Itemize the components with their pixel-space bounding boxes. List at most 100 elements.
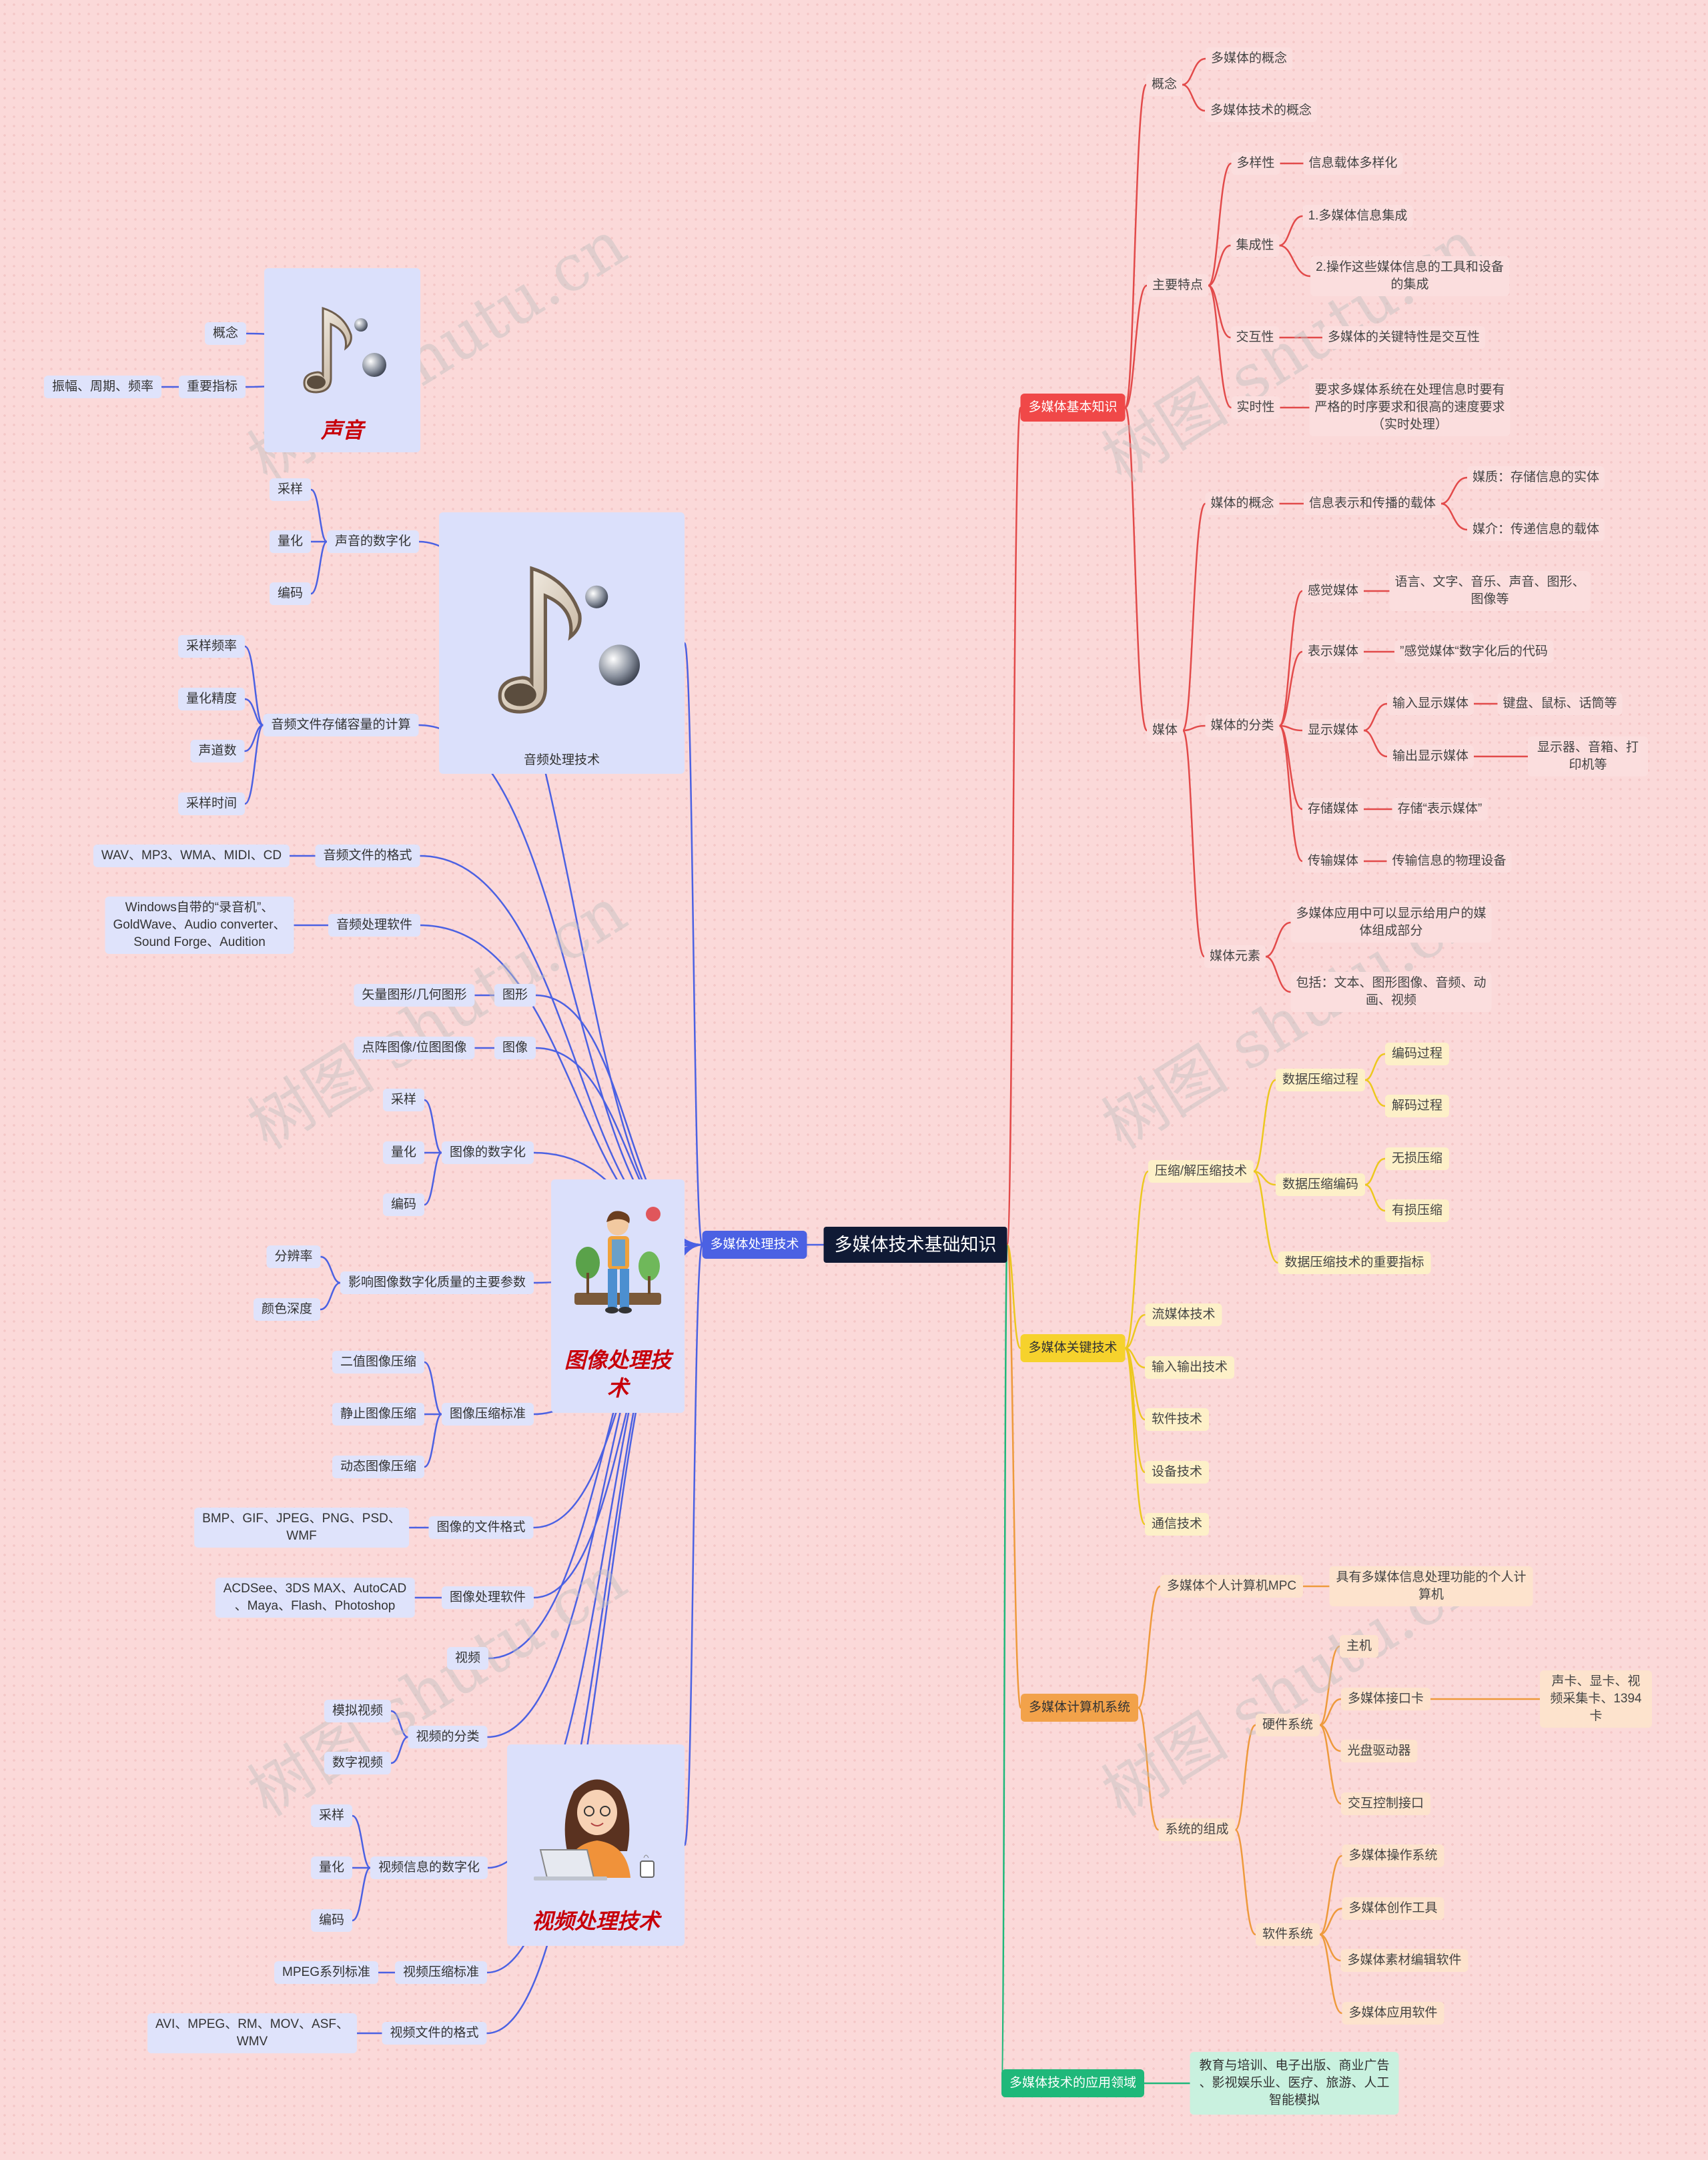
mindmap-node-i10[interactable]: 分辨率: [266, 1245, 321, 1268]
mindmap-node-o6[interactable]: 多媒体接口卡: [1340, 1688, 1431, 1710]
mindmap-node-y12[interactable]: 设备技术: [1144, 1461, 1210, 1484]
mindmap-node-r17[interactable]: 媒质：存储信息的实体: [1466, 466, 1605, 489]
mindmap-node-y5[interactable]: 数据压缩编码: [1275, 1173, 1366, 1196]
mindmap-node-v10[interactable]: MPEG系列标准: [274, 1961, 378, 1984]
mindmap-node-a6[interactable]: 量化: [269, 530, 312, 553]
mindmap-node-r34[interactable]: 多媒体应用中可以显示给用户的媒 体组成部分: [1290, 903, 1492, 943]
mindmap-node-y4[interactable]: 解码过程: [1384, 1095, 1450, 1117]
mindmap-node-r0[interactable]: 多媒体基本知识: [1020, 394, 1126, 422]
mindmap-node-i12[interactable]: 图像压缩标准: [441, 1403, 534, 1426]
mindmap-node-r2[interactable]: 多媒体的概念: [1205, 47, 1293, 70]
mindmap-node-r27[interactable]: 输出显示媒体: [1386, 745, 1474, 768]
mindmap-node-r11[interactable]: 多媒体的关键特性是交互性: [1322, 326, 1486, 349]
mindmap-node-y1[interactable]: 压缩/解压缩技术: [1148, 1160, 1254, 1183]
mindmap-node-v5[interactable]: 视频信息的数字化: [370, 1856, 488, 1879]
mindmap-node-y9[interactable]: 流媒体技术: [1145, 1303, 1222, 1326]
mindmap-node-y7[interactable]: 有损压缩: [1384, 1199, 1450, 1222]
mindmap-node-o3[interactable]: 系统的组成: [1158, 1818, 1236, 1841]
mindmap-node-r22[interactable]: 表示媒体: [1302, 640, 1364, 663]
mindmap-node-r23[interactable]: ”感觉媒体“数字化后的代码: [1394, 640, 1553, 663]
mindmap-node-a10[interactable]: 量化精度: [177, 688, 246, 710]
mindmap-node-a8[interactable]: 音频文件存储容量的计算: [263, 714, 419, 736]
mindmap-node-r3[interactable]: 多媒体技术的概念: [1204, 99, 1318, 122]
mindmap-node-a15[interactable]: 音频处理软件: [328, 914, 421, 937]
mindmap-node-v11[interactable]: 视频文件的格式: [382, 2022, 487, 2045]
mindmap-node-r10[interactable]: 交互性: [1230, 326, 1280, 349]
mindmap-node-i8[interactable]: 编码: [382, 1193, 425, 1216]
mindmap-node-o1[interactable]: 多媒体个人计算机MPC: [1160, 1575, 1304, 1598]
mindmap-node-o13[interactable]: 多媒体素材编辑软件: [1340, 1949, 1468, 1972]
mindmap-node-o4[interactable]: 硬件系统: [1255, 1714, 1320, 1736]
mindmap-node-o9[interactable]: 交互控制接口: [1340, 1792, 1431, 1815]
mindmap-node-o8[interactable]: 光盘驱动器: [1340, 1740, 1418, 1762]
mindmap-node-r4[interactable]: 主要特点: [1146, 274, 1209, 297]
mindmap-node-r31[interactable]: 传输媒体: [1302, 850, 1364, 873]
mindmap-node-y2[interactable]: 数据压缩过程: [1275, 1069, 1366, 1091]
mindmap-node-r28[interactable]: 显示器、音箱、打印机等: [1528, 736, 1648, 776]
mindmap-node-i5[interactable]: 图像的数字化: [441, 1141, 534, 1164]
mindmap-node-v12[interactable]: AVI、MPEG、RM、MOV、ASF、 WMV: [147, 2013, 357, 2053]
mindmap-node-o14[interactable]: 多媒体应用软件: [1342, 2002, 1444, 2025]
mindmap-node-o7[interactable]: 声卡、显卡、视频采集卡、1394卡: [1540, 1670, 1652, 1728]
mindmap-node-i4[interactable]: 点阵图像/位图图像: [354, 1037, 475, 1059]
mindmap-node-i6[interactable]: 采样: [382, 1089, 425, 1111]
mindmap-node-r19[interactable]: 媒体的分类: [1205, 714, 1280, 737]
mindmap-node-v7[interactable]: 量化: [310, 1856, 353, 1879]
mindmap-node-y3[interactable]: 编码过程: [1384, 1043, 1450, 1065]
mindmap-node-a13[interactable]: 音频文件的格式: [315, 845, 420, 867]
mindmap-node-i14[interactable]: 静止图像压缩: [332, 1403, 425, 1426]
mindmap-node-o5[interactable]: 主机: [1339, 1635, 1379, 1658]
mindmap-node-r33[interactable]: 媒体元素: [1204, 945, 1266, 968]
mindmap-node-v1[interactable]: 视频: [446, 1647, 489, 1670]
mindmap-node-i15[interactable]: 动态图像压缩: [332, 1456, 425, 1478]
mindmap-node-r5[interactable]: 多样性: [1231, 152, 1280, 175]
mindmap-node-a5[interactable]: 采样: [269, 478, 312, 501]
mindmap-node-r9[interactable]: 2.操作这些媒体信息的工具和设备 的集成: [1310, 256, 1509, 296]
mindmap-node-i11[interactable]: 颜色深度: [253, 1298, 321, 1321]
mindmap-node-r25[interactable]: 输入显示媒体: [1386, 692, 1474, 715]
mindmap-node-r18[interactable]: 媒介：传递信息的载体: [1466, 518, 1605, 541]
mindmap-node-r1[interactable]: 概念: [1146, 73, 1183, 96]
mindmap-node-o12[interactable]: 多媒体创作工具: [1342, 1897, 1444, 1920]
mindmap-node-i17[interactable]: BMP、GIF、JPEG、PNG、PSD、 WMF: [194, 1508, 409, 1548]
mindmap-node-a4[interactable]: 声音的数字化: [326, 530, 420, 553]
mindmap-node-a3[interactable]: 振幅、周期、频率: [43, 376, 162, 398]
mindmap-node-i7[interactable]: 量化: [382, 1141, 425, 1164]
mindmap-node-o2[interactable]: 具有多媒体信息处理功能的个人计 算机: [1329, 1566, 1533, 1606]
mindmap-node-r7[interactable]: 集成性: [1230, 234, 1280, 257]
mindmap-node-i13[interactable]: 二值图像压缩: [332, 1351, 425, 1374]
mindmap-node-i18[interactable]: 图像处理软件: [441, 1586, 534, 1609]
mindmap-node-i1[interactable]: 图形: [494, 984, 536, 1007]
mindmap-node-a1[interactable]: 概念: [204, 322, 247, 345]
mindmap-node-v2[interactable]: 视频的分类: [408, 1726, 488, 1748]
mindmap-node-y6[interactable]: 无损压缩: [1384, 1147, 1450, 1170]
mindmap-node-g0[interactable]: 多媒体技术的应用领域: [1001, 2069, 1145, 2097]
mindmap-node-a14[interactable]: WAV、MP3、WMA、MIDI、CD: [93, 845, 290, 867]
mindmap-node-o10[interactable]: 软件系统: [1255, 1923, 1320, 1946]
mindmap-node-y13[interactable]: 通信技术: [1144, 1513, 1210, 1536]
mindmap-node-o0[interactable]: 多媒体计算机系统: [1020, 1694, 1139, 1722]
mindmap-node-o11[interactable]: 多媒体操作系统: [1342, 1844, 1444, 1867]
mindmap-node-y0[interactable]: 多媒体关键技术: [1020, 1334, 1126, 1362]
root-topic[interactable]: 多媒体技术基础知识: [823, 1227, 1007, 1263]
mindmap-node-v6[interactable]: 采样: [310, 1804, 353, 1827]
mindmap-node-v9[interactable]: 视频压缩标准: [394, 1961, 488, 1984]
mindmap-node-v3[interactable]: 模拟视频: [324, 1700, 392, 1722]
mindmap-node-v4[interactable]: 数字视频: [324, 1752, 392, 1774]
mindmap-node-a9[interactable]: 采样频率: [177, 635, 246, 658]
mindmap-node-r20[interactable]: 感觉媒体: [1302, 580, 1364, 602]
mindmap-node-i3[interactable]: 图像: [494, 1037, 536, 1059]
mindmap-node-y11[interactable]: 软件技术: [1144, 1408, 1210, 1431]
mindmap-node-y8[interactable]: 数据压缩技术的重要指标: [1278, 1251, 1431, 1274]
mindmap-node-b0[interactable]: 多媒体处理技术: [702, 1231, 807, 1259]
mindmap-node-r15[interactable]: 媒体的概念: [1205, 492, 1280, 515]
mindmap-node-a12[interactable]: 采样时间: [177, 792, 246, 815]
mindmap-node-a11[interactable]: 声道数: [190, 740, 245, 762]
mindmap-node-i9[interactable]: 影响图像数字化质量的主要参数: [340, 1271, 534, 1294]
mindmap-node-a7[interactable]: 编码: [269, 582, 312, 605]
mindmap-node-v8[interactable]: 编码: [310, 1909, 353, 1932]
mindmap-node-g1[interactable]: 教育与培训、电子出版、商业广告 、影视娱乐业、医疗、旅游、人工 智能模拟: [1190, 2052, 1399, 2115]
mindmap-node-a2[interactable]: 重要指标: [178, 376, 246, 398]
mindmap-node-r6[interactable]: 信息载体多样化: [1303, 152, 1403, 175]
mindmap-node-r21[interactable]: 语言、文字、音乐、声音、图形、 图像等: [1389, 571, 1591, 611]
